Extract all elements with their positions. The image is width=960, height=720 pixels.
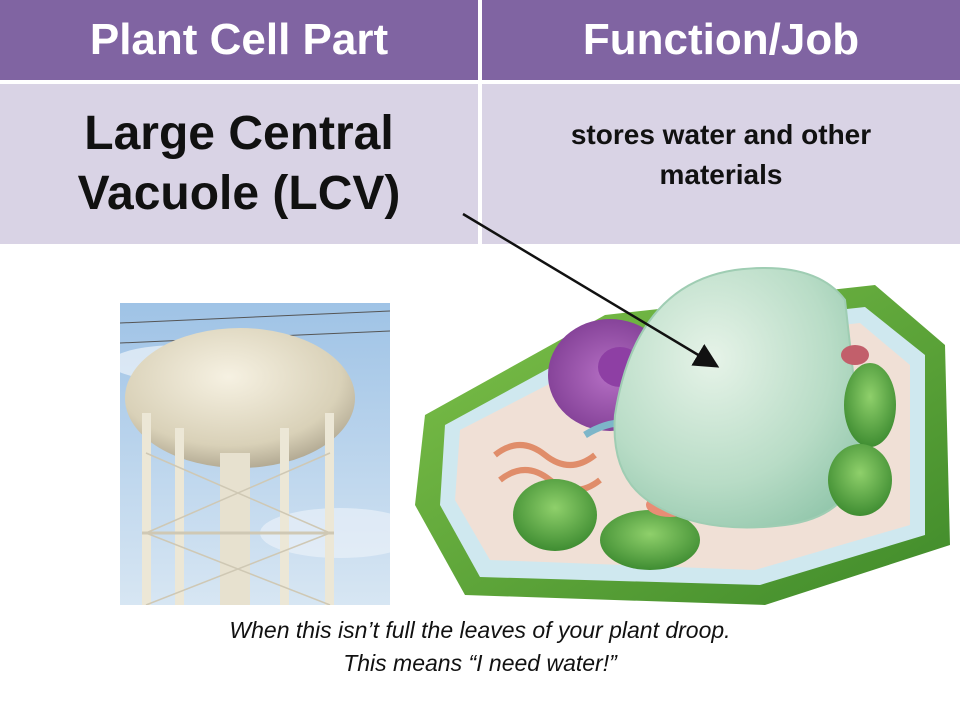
part-name-cell: Large Central Vacuole (LCV) xyxy=(0,84,478,244)
header-function-job: Function/Job xyxy=(482,0,960,80)
row-divider xyxy=(0,80,960,84)
part-name-line1: Large Central xyxy=(84,107,394,160)
water-tower-image xyxy=(120,303,390,605)
caption-line-2: This means “I need water!” xyxy=(343,650,617,676)
part-name-line2: Vacuole (LCV) xyxy=(77,167,401,220)
caption-line-1: When this isn’t full the leaves of your … xyxy=(229,617,731,643)
function-text: stores water and other materials xyxy=(570,119,872,190)
plant-cell-diagram xyxy=(415,267,950,605)
function-cell: stores water and other materials xyxy=(482,84,960,244)
header-plant-cell-part: Plant Cell Part xyxy=(0,0,478,80)
